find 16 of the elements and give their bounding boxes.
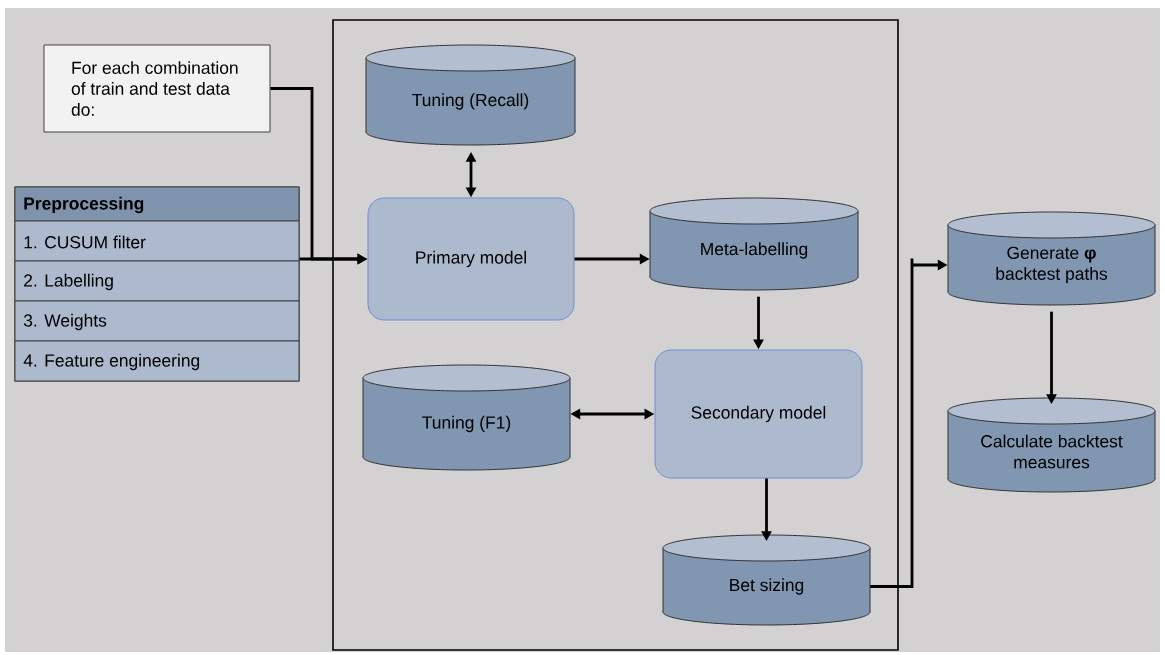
database-cylinder: Tuning (Recall) <box>365 44 576 146</box>
list-header: Preprocessing <box>14 186 300 222</box>
frame-box <box>332 19 899 651</box>
list-row: 4. Feature engineering <box>14 340 300 382</box>
list-row: 3. Weights <box>14 300 300 342</box>
note-box: For each combination of train and test data do: <box>43 44 271 133</box>
database-cylinder: Tuning (F1) <box>362 364 571 471</box>
list-row: 2. Labelling <box>14 260 300 302</box>
list-box <box>14 186 300 382</box>
process-box: Secondary model <box>654 349 863 479</box>
database-cylinder: Meta-labelling <box>649 197 859 291</box>
database-cylinder: Bet sizing <box>662 534 871 626</box>
list-row: 1. CUSUM filter <box>14 220 300 262</box>
database-cylinder: Calculate backtest measures <box>947 397 1156 493</box>
process-box: Primary model <box>367 197 575 321</box>
database-cylinder: Generate φ backtest paths <box>947 211 1156 306</box>
